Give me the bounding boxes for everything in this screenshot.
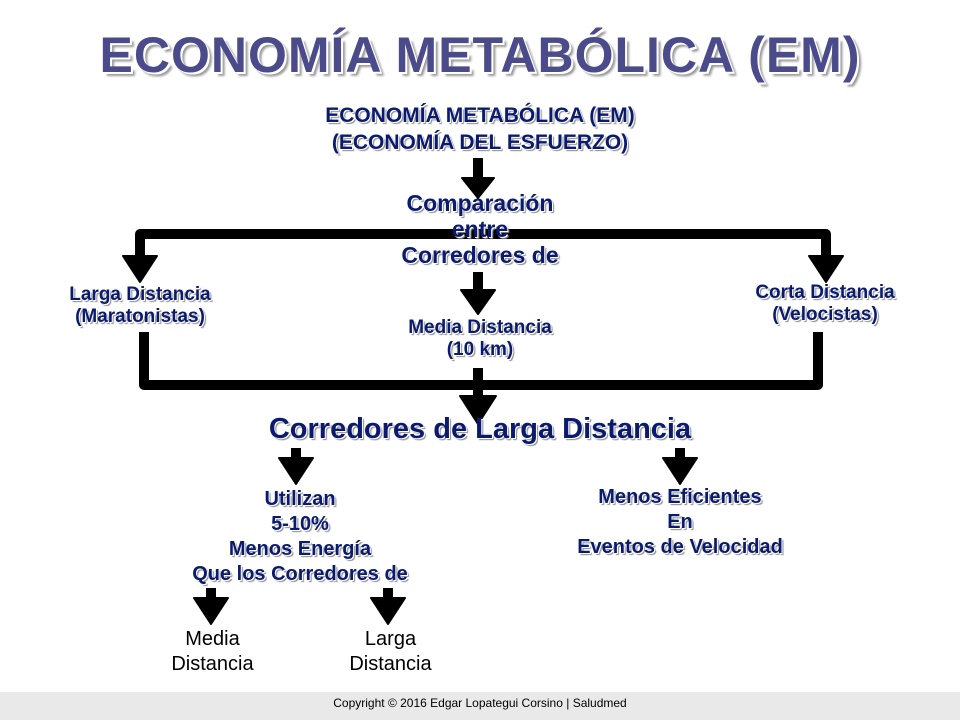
node-label: 5-10% (271, 513, 329, 535)
subtitle-block: ECONOMÍA METABÓLICA (EM) (ECONOMÍA DEL E… (180, 102, 780, 156)
copyright-text: Copyright © 2016 Edgar Lopategui Corsino… (333, 696, 627, 710)
node-label: Larga (364, 628, 417, 650)
footer-bar (0, 692, 960, 720)
arrow-to-compare (461, 177, 495, 199)
node-label: Larga Distancia (69, 284, 211, 305)
node-label: Media Distancia (408, 317, 552, 338)
node-label: Media (185, 628, 240, 650)
subtitle-line: ECONOMÍA METABÓLICA (EM) (325, 104, 635, 127)
node-label: En (667, 511, 693, 533)
arrow-to-middle (460, 289, 496, 315)
node-label: Eventos de Velocidad (577, 536, 783, 558)
short-distance-node: Corta Distancia (Velocistas) (705, 282, 945, 326)
arrow-to-leaf-middle (193, 597, 229, 625)
node-label: (Velocistas) (772, 304, 878, 325)
long-distance-node: Larga Distancia (Maratonistas) (20, 284, 260, 328)
less-efficient-node: Menos Eficientes En Eventos de Velocidad (500, 485, 860, 560)
uses-less-energy-node: Utilizan 5-10% Menos Energía Que los Cor… (120, 487, 480, 587)
leaf-long-distance: Larga Distancia (318, 627, 463, 677)
node-label: (Maratonistas) (75, 306, 205, 327)
branch-top (135, 229, 831, 258)
comparison-node: Comparación entre Corredores de (330, 190, 630, 268)
page-title: ECONOMÍA METABÓLICA (EM) (99, 27, 861, 83)
node-label: Que los Corredores de (192, 563, 408, 585)
arrow-to-leaf-long (370, 597, 406, 625)
arrow-to-short (808, 255, 844, 283)
conclusion-node: Corredores de Larga Distancia (268, 413, 692, 445)
leaf-middle-distance: Media Distancia (140, 627, 285, 677)
node-label: (10 km) (446, 339, 514, 360)
subtitle-line: (ECONOMÍA DEL ESFUERZO) (331, 131, 629, 154)
node-label: Menos Eficientes (598, 486, 762, 508)
arrow-to-less-efficient (662, 457, 698, 485)
node-label: Corta Distancia (755, 282, 895, 303)
comparison-line: Corredores de (401, 242, 559, 268)
node-label: Utilizan (264, 488, 336, 510)
node-label: Menos Energía (228, 538, 372, 560)
node-label: Distancia (349, 653, 432, 675)
comparison-line: Comparación (406, 190, 554, 216)
arrow-to-long (122, 255, 158, 283)
arrow-to-conclusion (459, 395, 497, 425)
comparison-line: entre (451, 216, 509, 242)
middle-distance-node: Media Distancia (10 km) (360, 317, 600, 361)
arrow-to-uses-less (278, 457, 314, 485)
node-label: Distancia (171, 653, 254, 675)
